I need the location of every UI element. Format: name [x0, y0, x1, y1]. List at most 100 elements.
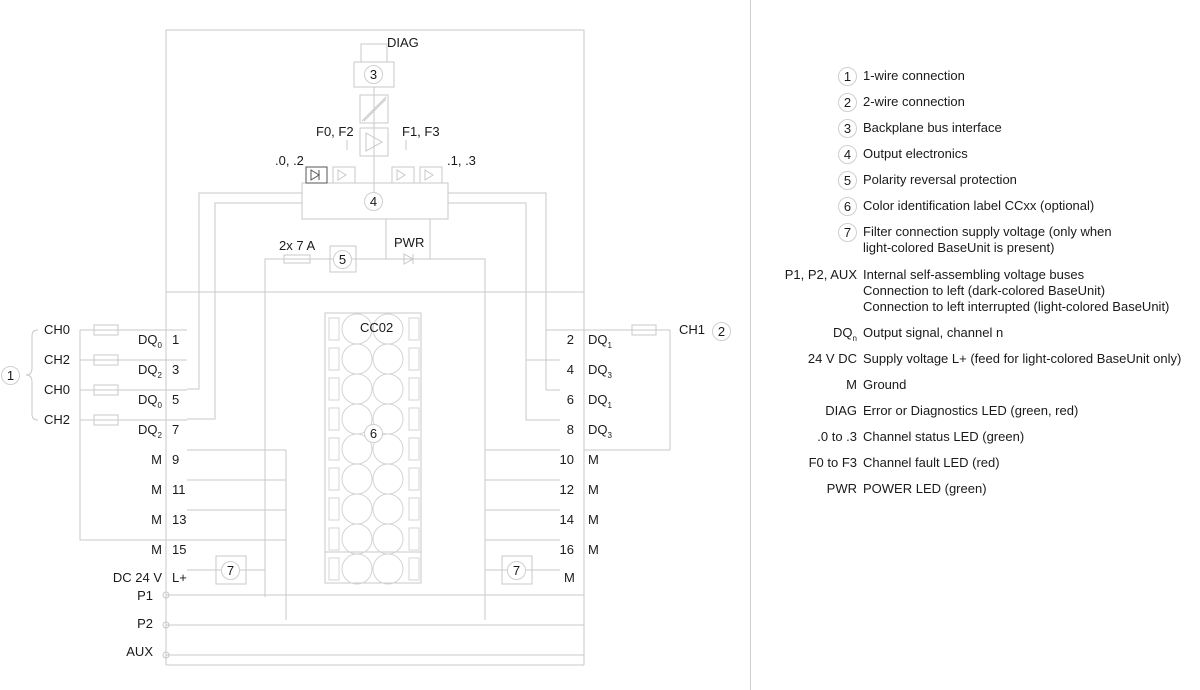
- signal-subscript: 2: [157, 431, 162, 440]
- right-channel-label: CH1: [679, 322, 706, 337]
- color-label-circle: [372, 523, 404, 555]
- signal-subscript: 0: [157, 401, 162, 410]
- left-terminal-signal: DQ2: [138, 362, 162, 381]
- color-label-tab: [408, 317, 420, 341]
- right-terminal-pin: 4: [566, 362, 574, 377]
- wiring-lines: [25, 29, 671, 666]
- left-terminal-signal: DQ0: [138, 392, 162, 411]
- left-channel-label: CH2: [44, 352, 71, 367]
- color-label-tab: [328, 497, 340, 521]
- legend-item: 5 Polarity reversal protection: [760, 171, 1200, 190]
- left-terminal-signal: DQ0: [138, 332, 162, 351]
- signal-subscript: 3: [607, 371, 612, 380]
- color-label-tab: [328, 377, 340, 401]
- right-terminal-pin: 2: [566, 332, 574, 347]
- left-channel-label: CH0: [44, 382, 71, 397]
- right-terminal-pin: 8: [566, 422, 574, 437]
- legend-number-badge: 6: [838, 197, 857, 216]
- color-label-circle: [341, 553, 373, 585]
- right-terminal-pin: 14: [559, 512, 574, 527]
- signal-subscript: 3: [607, 431, 612, 440]
- fault-led-left-label: F0, F2: [316, 124, 354, 139]
- left-terminal-pin: 5: [172, 392, 180, 407]
- color-label-tab: [328, 317, 340, 341]
- legend-abbrev-text: Connection to left (dark-colored BaseUni…: [863, 283, 1106, 298]
- right-terminal-signal: M: [564, 570, 575, 585]
- callout-3: 3: [364, 65, 383, 84]
- color-label-tab: [328, 557, 340, 581]
- bus-label-p1: P1: [137, 588, 153, 603]
- color-label-tab: [408, 437, 420, 461]
- amplifier-symbol: [359, 127, 389, 157]
- legend-abbrev-key: DQn: [833, 325, 857, 343]
- legend-abbrev-text: Error or Diagnostics LED (green, red): [863, 403, 1079, 418]
- right-terminal-signal: DQ1: [588, 332, 612, 351]
- right-terminal-pin: 12: [559, 482, 574, 497]
- legend-item: 2 2-wire connection: [760, 93, 1200, 112]
- left-terminal-signal: M: [151, 542, 162, 557]
- legend-key: 5: [838, 171, 857, 190]
- right-terminal-signal: M: [588, 512, 599, 527]
- color-label-circle: [341, 493, 373, 525]
- module-frame-upper: [165, 29, 585, 293]
- color-label-tab: [328, 347, 340, 371]
- left-terminal-pin: 11: [172, 482, 186, 497]
- color-label-circle: [372, 463, 404, 495]
- legend-text: 2-wire connection: [863, 94, 965, 109]
- polarity-box: [329, 245, 357, 273]
- color-label-text: CC02: [360, 320, 394, 335]
- diag-label: DIAG: [387, 35, 419, 50]
- callout-6: 6: [364, 424, 383, 443]
- left-terminal-signal: DC 24 V: [112, 570, 162, 585]
- color-label-circle: [372, 343, 404, 375]
- legend-abbrev-text: Channel fault LED (red): [863, 455, 1000, 470]
- legend-text: Backplane bus interface: [863, 120, 1002, 135]
- left-terminal-pin: 3: [172, 362, 180, 377]
- legend-text: light-colored BaseUnit is present): [863, 240, 1055, 255]
- left-channel-label: CH0: [44, 322, 71, 337]
- left-terminal-signal: M: [151, 512, 162, 527]
- legend-number-badge: 3: [838, 119, 857, 138]
- legend-key: 2: [838, 93, 857, 112]
- legend-text: 1-wire connection: [863, 68, 965, 83]
- callout-7-right: 7: [507, 561, 526, 580]
- right-terminal-signal: DQ3: [588, 362, 612, 381]
- signal-subscript: 1: [607, 341, 612, 350]
- left-terminal-pin: 9: [172, 452, 180, 467]
- color-label-tab: [328, 467, 340, 491]
- legend-item: 6 Color identification label CCxx (option…: [760, 197, 1200, 216]
- color-label-tab: [408, 497, 420, 521]
- color-label-circle: [341, 463, 373, 495]
- status-led-right-label: .1, .3: [447, 153, 476, 168]
- bus-label-aux: AUX: [126, 644, 153, 659]
- right-terminal-signal: M: [588, 542, 599, 557]
- left-terminal-signal: M: [151, 452, 162, 467]
- legend-abbrev-key: DIAG: [825, 403, 857, 418]
- legend-abbrev-text: Internal self-assembling voltage buses: [863, 267, 1085, 282]
- right-terminal-signal: M: [588, 482, 599, 497]
- callout-4: 4: [364, 192, 383, 211]
- color-label-circle: [341, 343, 373, 375]
- legend-number-badge: 7: [838, 223, 857, 242]
- legend-abbrev-text: POWER LED (green): [863, 481, 987, 496]
- legend-item: 4 Output electronics: [760, 145, 1200, 164]
- legend-key: 4: [838, 145, 857, 164]
- legend-abbrev-text: Ground: [863, 377, 907, 392]
- legend-text: Color identification label CCxx (optiona…: [863, 198, 1095, 213]
- legend-text: Output electronics: [863, 146, 968, 161]
- legend-abbrev-key: PWR: [826, 481, 857, 496]
- color-label-tab: [328, 437, 340, 461]
- color-label-tab: [408, 347, 420, 371]
- color-label-tab: [408, 467, 420, 491]
- color-label-tab: [408, 407, 420, 431]
- abbrev-subscript: n: [852, 334, 857, 343]
- color-label-circle: [372, 373, 404, 405]
- legend-key: 7: [838, 223, 857, 242]
- legend-abbrev-key: P1, P2, AUX: [784, 267, 857, 282]
- color-label-block: [324, 312, 422, 584]
- legend-text: Polarity reversal protection: [863, 172, 1017, 187]
- legend-abbrev-text: Connection to left interrupted (light-co…: [863, 299, 1170, 314]
- legend-key: 6: [838, 197, 857, 216]
